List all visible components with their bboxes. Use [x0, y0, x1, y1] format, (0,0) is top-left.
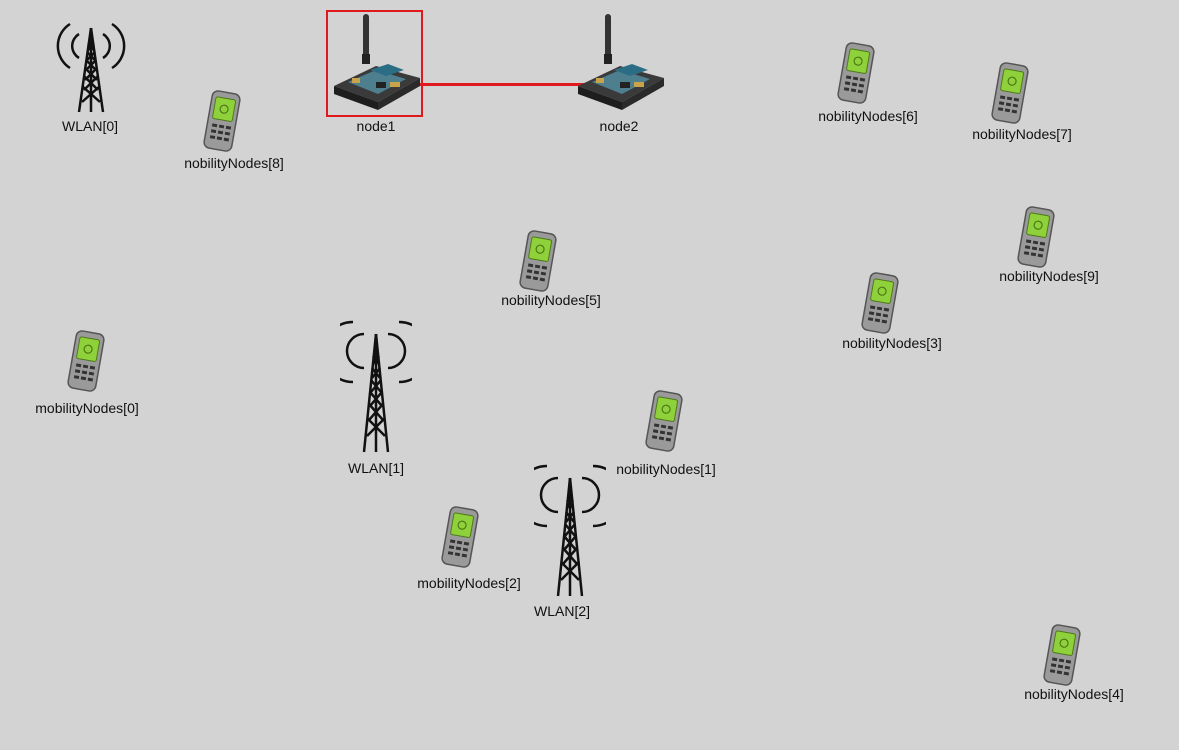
mobile-phone-icon	[861, 272, 899, 334]
node-wlan0[interactable]	[55, 12, 127, 114]
label-nobility-1: nobilityNodes[1]	[616, 461, 716, 477]
node-nobility-6[interactable]	[836, 42, 876, 104]
wireless-board-icon	[578, 14, 664, 110]
mobile-phone-icon	[67, 330, 105, 392]
radio-tower-icon	[56, 22, 126, 113]
mobile-phone-icon	[519, 230, 557, 292]
label-nobility-8: nobilityNodes[8]	[184, 155, 284, 171]
node-nobility-9[interactable]	[1016, 206, 1056, 268]
node-mobility-2[interactable]	[440, 506, 480, 568]
mobile-phone-icon	[203, 90, 241, 152]
node-nobility-5[interactable]	[518, 230, 558, 292]
node-node2[interactable]	[574, 14, 666, 112]
mobile-phone-icon	[1043, 624, 1081, 686]
node-mobility-0[interactable]	[66, 330, 106, 392]
label-nobility-6: nobilityNodes[6]	[818, 108, 918, 124]
radio-tower-icon	[340, 320, 412, 453]
node-node1[interactable]	[330, 14, 422, 112]
mobile-phone-icon	[837, 42, 875, 104]
mobile-phone-icon	[1017, 206, 1055, 268]
label-wlan1: WLAN[1]	[347, 460, 405, 476]
mobile-phone-icon	[441, 506, 479, 568]
mobile-phone-icon	[645, 390, 683, 452]
mobile-phone-icon	[991, 62, 1029, 124]
label-nobility-7: nobilityNodes[7]	[972, 126, 1072, 142]
node-wlan1[interactable]	[340, 312, 412, 454]
radio-tower-icon	[534, 464, 606, 597]
label-nobility-3: nobilityNodes[3]	[842, 335, 942, 351]
label-nobility-9: nobilityNodes[9]	[999, 268, 1099, 284]
node-wlan2[interactable]	[534, 456, 606, 598]
label-wlan2: WLAN[2]	[533, 603, 591, 619]
node-nobility-7[interactable]	[990, 62, 1030, 124]
node-nobility-3[interactable]	[860, 272, 900, 334]
node-nobility-1[interactable]	[644, 390, 684, 452]
node-nobility-8[interactable]	[202, 90, 242, 152]
label-node1: node1	[356, 118, 396, 134]
wireless-board-icon	[334, 14, 420, 110]
link-node1-node2[interactable]	[420, 83, 588, 86]
label-mobility-2: mobilityNodes[2]	[417, 575, 521, 591]
selection-box	[326, 10, 423, 117]
label-node2: node2	[599, 118, 639, 134]
label-mobility-0: mobilityNodes[0]	[35, 400, 139, 416]
node-nobility-4[interactable]	[1042, 624, 1082, 686]
label-nobility-4: nobilityNodes[4]	[1024, 686, 1124, 702]
label-nobility-5: nobilityNodes[5]	[501, 292, 601, 308]
label-wlan0: WLAN[0]	[61, 118, 119, 134]
